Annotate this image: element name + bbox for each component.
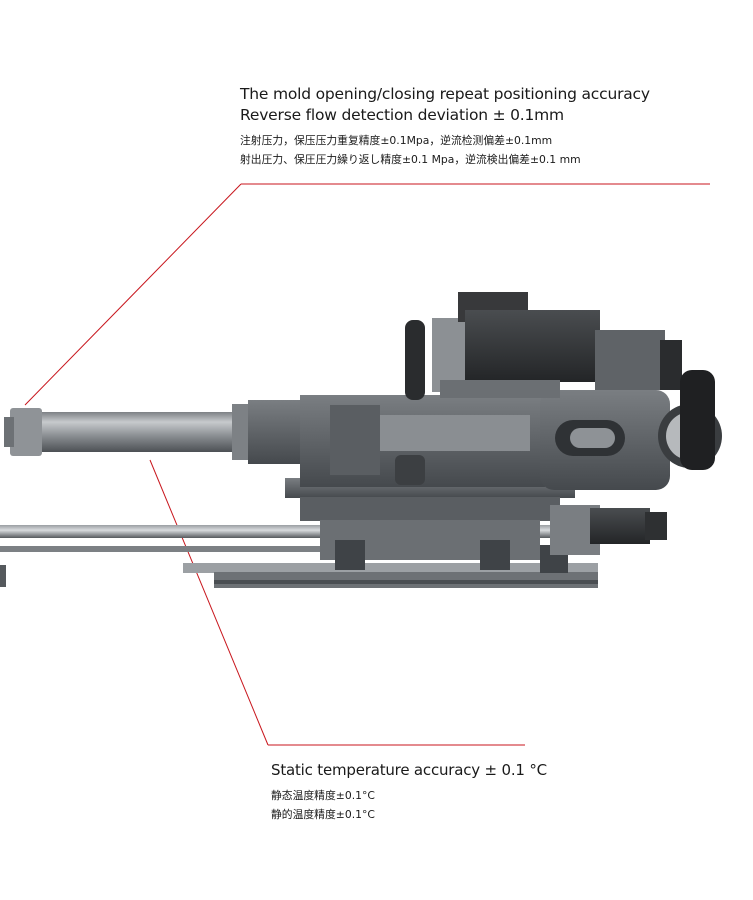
leader-line-bottom xyxy=(149,459,525,746)
base-rail xyxy=(183,563,598,588)
top-callout: The mold opening/closing repeat position… xyxy=(240,84,720,167)
carriage xyxy=(285,478,667,573)
bottom-callout: Static temperature accuracy ± 0.1 °C 静态温… xyxy=(271,760,571,822)
bottom-callout-line1: Static temperature accuracy ± 0.1 °C xyxy=(271,761,547,779)
bottom-callout-japanese: 静的温度精度±0.1°C xyxy=(271,808,375,821)
top-callout-japanese: 射出圧力、保圧圧力繰り返し精度±0.1 Mpa，逆流検出偏差±0.1 mm xyxy=(240,153,581,166)
bottom-callout-chinese: 静态温度精度±0.1°C xyxy=(271,789,375,802)
top-callout-line2: Reverse flow detection deviation ± 0.1mm xyxy=(240,106,564,124)
top-callout-chinese: 注射压力，保压压力重复精度±0.1Mpa，逆流检测偏差±0.1mm xyxy=(240,134,553,147)
top-motor xyxy=(405,292,715,470)
leader-line-top xyxy=(24,183,710,406)
barrel xyxy=(4,400,308,464)
top-callout-line1: The mold opening/closing repeat position… xyxy=(240,85,650,103)
injection-body xyxy=(300,390,722,490)
